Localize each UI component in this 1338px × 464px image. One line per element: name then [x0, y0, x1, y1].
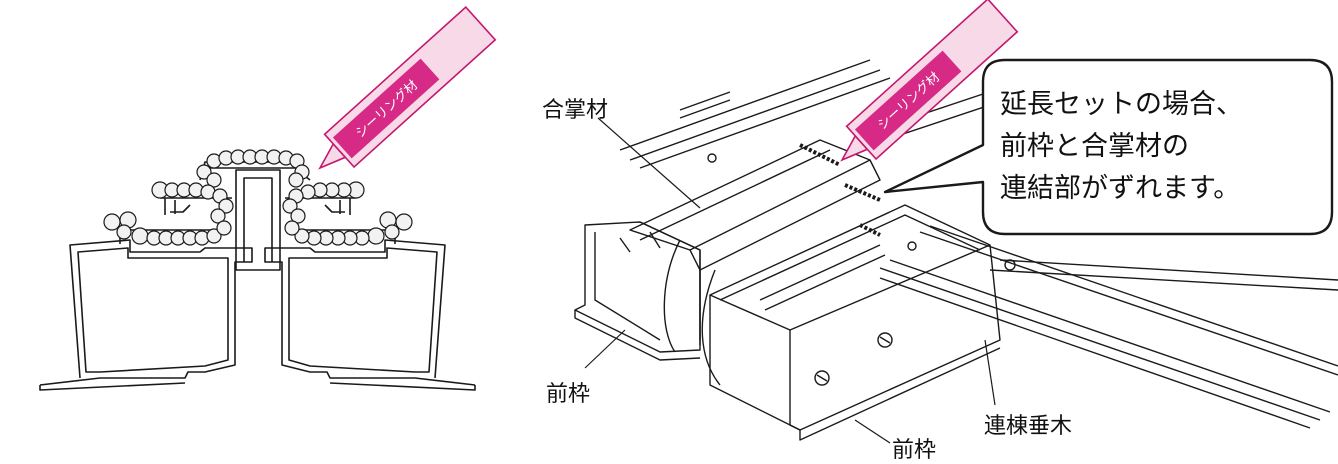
rafter-rails — [879, 259, 1331, 429]
callout-line-3: 連結部がずれます。 — [1000, 173, 1241, 204]
right-assembly-figure: シーリング材 — [574, 0, 1338, 444]
sealant-beads — [103, 149, 413, 246]
leader-front-frame-1 — [584, 329, 626, 369]
ridge-post — [235, 169, 281, 262]
leader-rafter — [984, 339, 996, 406]
joint-sealant-beads — [799, 143, 881, 237]
callout-text: 延長セットの場合、 前枠と合掌材の 連結部がずれます。 — [1000, 84, 1320, 210]
label-rafter: 連棟垂木 — [984, 414, 1073, 439]
left-cross-section-figure: シーリング材 — [39, 5, 497, 391]
left-frame-inner — [77, 247, 229, 373]
leader-front-frame-2 — [854, 419, 891, 444]
label-front-frame-1: 前枠 — [546, 382, 591, 407]
right-frame-outline — [264, 239, 476, 386]
leader-joint-member — [597, 117, 701, 209]
label-front-frame-2: 前枠 — [892, 438, 937, 463]
label-joint-member: 合掌材 — [542, 98, 609, 123]
callout-line-1: 延長セットの場合、 — [1000, 89, 1243, 120]
right-frame-inner — [288, 247, 438, 373]
callout-line-2: 前枠と合掌材の — [1000, 131, 1189, 162]
callout-bubble — [883, 58, 1334, 236]
left-frame-outline — [39, 239, 253, 386]
sealant-tube-left: シーリング材 — [318, 5, 497, 170]
front-frame-right — [709, 204, 1001, 431]
